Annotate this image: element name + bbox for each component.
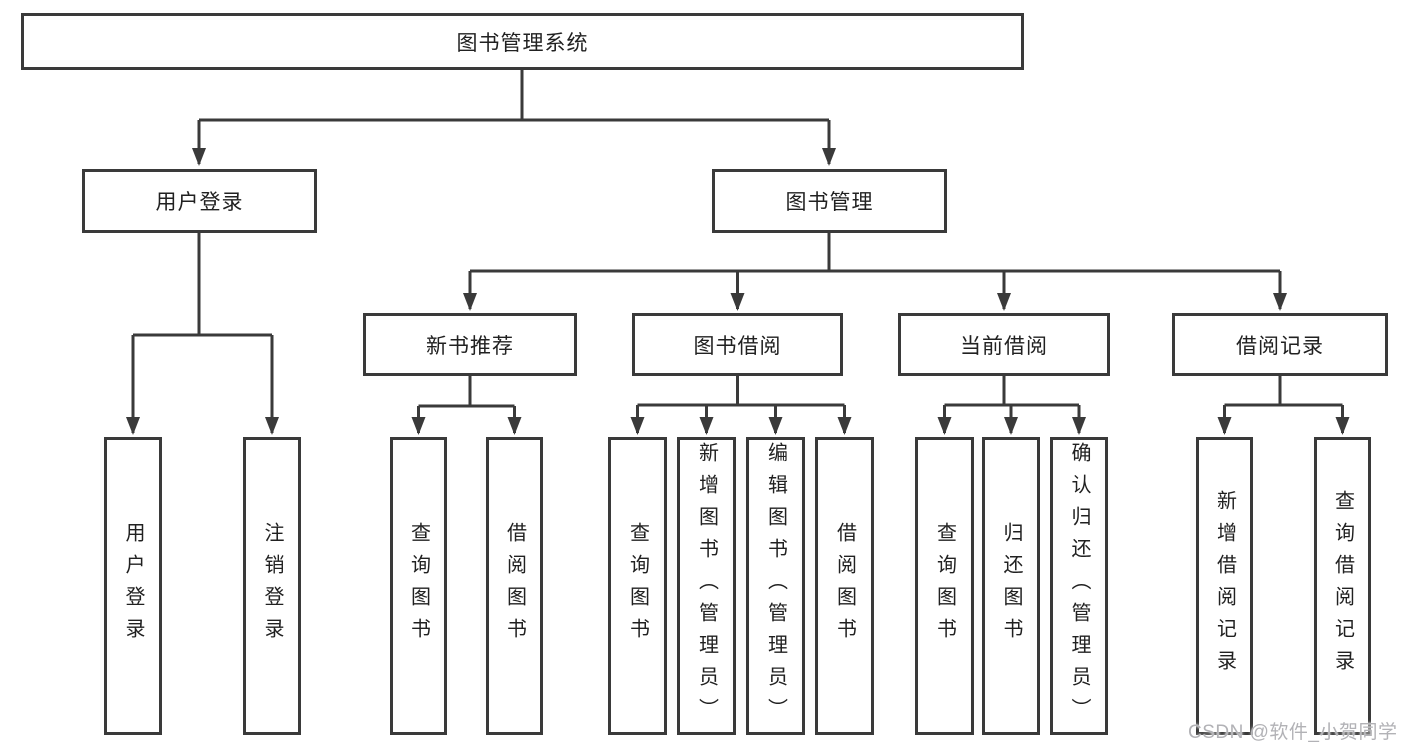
leaf-borrow-books-recommend: 借阅图书: [486, 437, 543, 735]
leaf-query-books-recommend: 查询图书: [390, 437, 447, 735]
leaf-confirm-return-admin: 确认归还（管理员）: [1050, 437, 1108, 735]
node-book-management: 图书管理: [712, 169, 947, 233]
node-root-label: 图书管理系统: [456, 31, 589, 55]
leaf-borrow-books: 借阅图书: [815, 437, 874, 735]
connector-borrow-trunk: [637, 376, 845, 407]
node-new-book-recommend: 新书推荐: [363, 313, 577, 376]
leaf-query-books-recommend-label: 查询图书: [407, 522, 430, 650]
connector-root-trunk: [199, 70, 829, 122]
leaf-add-borrow-record: 新增借阅记录: [1196, 437, 1253, 735]
connector-current-trunk: [944, 376, 1079, 407]
leaf-query-borrow-record-label: 查询借阅记录: [1331, 490, 1354, 682]
node-new-book-recommend-label: 新书推荐: [426, 334, 514, 358]
leaf-edit-books-admin-label: 编辑图书（管理员）: [764, 442, 787, 730]
node-root: 图书管理系统: [21, 13, 1024, 70]
leaf-confirm-return-admin-label: 确认归还（管理员）: [1068, 442, 1090, 730]
node-borrow-records-label: 借阅记录: [1236, 334, 1324, 358]
leaf-add-books-admin-label: 新增图书（管理员）: [695, 442, 718, 730]
leaf-add-books-admin: 新增图书（管理员）: [677, 437, 736, 735]
node-book-borrow: 图书借阅: [632, 313, 843, 376]
connector-mgmt-trunk: [470, 233, 1280, 273]
leaf-query-borrow-record: 查询借阅记录: [1314, 437, 1371, 735]
leaf-add-borrow-record-label: 新增借阅记录: [1213, 490, 1236, 682]
connector-records-trunk: [1224, 376, 1343, 407]
leaf-user-login-label: 用户登录: [122, 522, 144, 650]
watermark-text: CSDN @软件_小贺同学: [1188, 722, 1398, 743]
leaf-return-books: 归还图书: [982, 437, 1040, 735]
leaf-query-books-current: 查询图书: [915, 437, 974, 735]
connector-recommend-trunk: [418, 376, 515, 408]
leaf-edit-books-admin: 编辑图书（管理员）: [746, 437, 805, 735]
leaf-return-books-label: 归还图书: [1000, 522, 1022, 650]
leaf-borrow-books-label: 借阅图书: [833, 522, 856, 650]
node-book-management-label: 图书管理: [785, 191, 874, 214]
node-borrow-records: 借阅记录: [1172, 313, 1388, 376]
node-current-borrow: 当前借阅: [898, 313, 1110, 376]
leaf-logout: 注销登录: [243, 437, 301, 735]
node-user-login-label: 用户登录: [155, 191, 244, 214]
connector-login-trunk: [133, 233, 272, 337]
node-user-login: 用户登录: [82, 169, 317, 233]
leaf-user-login: 用户登录: [104, 437, 162, 735]
leaf-query-books-current-label: 查询图书: [933, 522, 956, 650]
leaf-query-books-borrow-label: 查询图书: [626, 522, 649, 650]
leaf-logout-label: 注销登录: [261, 522, 283, 650]
leaf-borrow-books-recommend-label: 借阅图书: [503, 522, 526, 650]
leaf-query-books-borrow: 查询图书: [608, 437, 667, 735]
node-book-borrow-label: 图书借阅: [693, 334, 782, 358]
node-current-borrow-label: 当前借阅: [960, 334, 1048, 358]
